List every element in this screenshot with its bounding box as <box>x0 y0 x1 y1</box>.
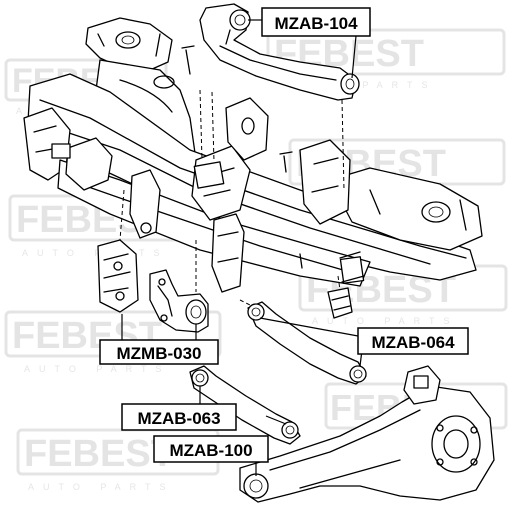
label-mzmb-030: MZMB-030 <box>99 339 219 365</box>
label-mzab-064: MZAB-064 <box>357 327 469 355</box>
leader-lines <box>121 19 363 476</box>
label-text: MZAB-063 <box>137 409 220 428</box>
trailing-bracket <box>149 269 209 333</box>
watermark-brand: FEBEST <box>24 433 174 475</box>
label-mzab-104: MZAB-104 <box>261 7 371 37</box>
lateral-link <box>189 365 301 445</box>
watermark-tagline: AUTO PARTS <box>28 482 175 492</box>
trailing-arm-knuckle <box>239 365 495 503</box>
label-text: MZAB-064 <box>371 333 455 352</box>
rear-subframe <box>23 17 483 293</box>
label-text: MZAB-100 <box>169 441 252 460</box>
watermark-tagline: AUTO PARTS <box>24 364 171 374</box>
watermark-tagline: AUTO PARTS <box>22 248 169 258</box>
upper-control-arm <box>199 3 360 101</box>
assembly-lines <box>119 89 345 307</box>
label-text: MZAB-104 <box>274 14 358 33</box>
lower-lateral-arm <box>247 301 367 385</box>
watermark-7: FEBEST AUTO PARTS <box>16 428 220 492</box>
label-text: MZMB-030 <box>116 344 201 363</box>
rubber-mount <box>97 239 139 313</box>
label-mzab-100: MZAB-100 <box>153 435 269 463</box>
watermark-tagline: AUTO PARTS <box>312 316 459 326</box>
center-strut <box>327 287 353 319</box>
label-mzab-063: MZAB-063 <box>121 403 237 431</box>
